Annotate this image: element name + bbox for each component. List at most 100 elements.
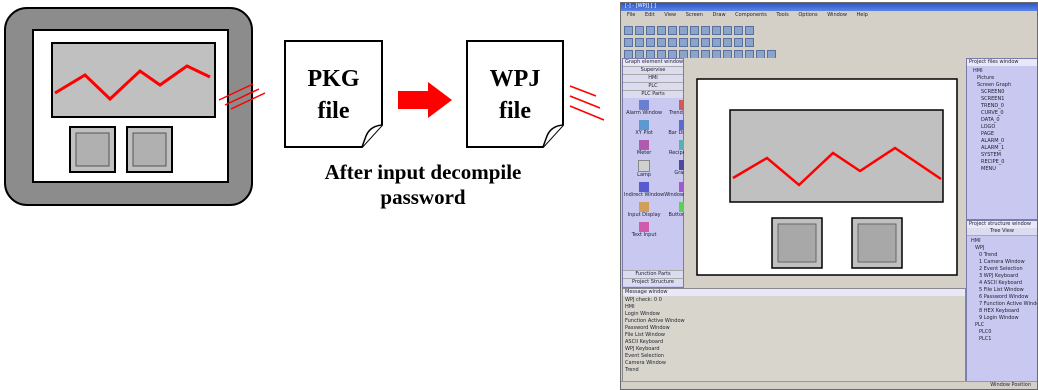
menu-components[interactable]: Components [735,12,767,18]
editor-window: [-] - [WPJ] [ ] File Edit View Screen Dr… [620,2,1038,390]
design-screen[interactable] [696,78,958,276]
tree-item[interactable]: SCREEN0 [981,89,1005,95]
ungroup-icon[interactable] [701,37,710,47]
menu-window[interactable]: Window [827,12,847,18]
element-lamp[interactable]: Lamp [624,160,664,179]
tree-item[interactable]: HMI [971,238,981,244]
tree-item[interactable]: ALARM_0 [981,138,1005,144]
menu-edit[interactable]: Edit [644,12,655,18]
meter-icon [639,140,650,150]
tree-item[interactable]: 4 ASCII Keyboard [979,280,1022,286]
tree-item[interactable]: CURVE_0 [981,110,1004,116]
grid-icon[interactable] [734,37,743,47]
tab-plc-parts[interactable]: PLC Parts [623,90,683,98]
redo-icon[interactable] [701,25,710,35]
device-button-left [69,126,116,173]
tree-item[interactable]: 8 HEX Keyboard [979,308,1020,314]
tree-item[interactable]: PLC0 [979,329,992,335]
tree-item[interactable]: 3 WPJ Keyboard [979,273,1019,279]
tree-item[interactable]: 6 Password Window [979,294,1029,300]
align-bottom-icon[interactable] [657,37,666,47]
canvas-button-left[interactable] [771,217,823,269]
menu-options[interactable]: Options [798,12,818,18]
tab-function-parts[interactable]: Function Parts [623,270,683,278]
paste-icon[interactable] [679,25,688,35]
tree-item[interactable]: HMI [973,68,983,74]
tree-item[interactable]: 0 Trend [979,252,998,258]
canvas-button-right[interactable] [851,217,903,269]
element-indirect-window[interactable]: Indirect Window [624,182,664,199]
element-alarm-window[interactable]: Alarm Window [624,100,664,117]
menu-view[interactable]: View [664,12,677,18]
message-line: ASCII Keyboard [625,339,664,345]
tab-hmi[interactable]: HMI [623,74,683,82]
tree-item[interactable]: DATA_0 [981,117,1000,123]
tree-item[interactable]: Picture [977,75,995,81]
zoom-icon[interactable] [745,25,754,35]
menu-tools[interactable]: Tools [776,12,789,18]
align-top-icon[interactable] [646,37,655,47]
text-input-icon [639,222,650,232]
group-icon[interactable] [690,37,699,47]
project-files-panel: Project files window HMI Picture Screen … [966,58,1037,220]
alarm-window-icon [639,100,650,110]
menu-draw[interactable]: Draw [712,12,726,18]
send-back-icon[interactable] [679,37,688,47]
undo-icon[interactable] [690,25,699,35]
simulate-icon[interactable] [734,25,743,35]
tree-item[interactable]: PLC [975,322,985,328]
tab-plc[interactable]: PLC [623,82,683,90]
element-meter[interactable]: Meter [624,140,664,157]
caption-line2: password [380,185,466,209]
flip-icon[interactable] [723,37,732,47]
input-display-icon [639,202,650,212]
tree-item[interactable]: Screen Graph [977,82,1012,88]
open-file-icon[interactable] [635,25,644,35]
tree-item[interactable]: SYSTEM [981,152,1001,158]
bring-front-icon[interactable] [668,37,677,47]
align-right-icon[interactable] [635,37,644,47]
tree-item[interactable]: SCREEN1 [981,96,1005,102]
device-button-right [126,126,173,173]
download-icon[interactable] [723,25,732,35]
copy-icon[interactable] [668,25,677,35]
element-input-display[interactable]: Input Display [624,202,664,219]
tab-project-structure[interactable]: Project Structure [623,278,683,286]
cut-icon[interactable] [657,25,666,35]
message-line: Event Selection [625,353,664,359]
tree-item[interactable]: PAGE [981,131,995,137]
pkg-label-line1: PKG [307,66,360,92]
message-line: Function Active Window [625,318,685,324]
decompile-caption: After input decompile password [268,160,578,210]
tree-item[interactable]: ALARM_1 [981,145,1005,151]
tree-item[interactable]: MENU [981,166,996,172]
tree-item[interactable]: 2 Event Selection [979,266,1023,272]
new-file-icon[interactable] [624,25,633,35]
tree-item[interactable]: WPJ [975,245,985,251]
snap-icon[interactable] [745,37,754,47]
compile-icon[interactable] [712,25,721,35]
editor-canvas-area [684,58,964,286]
tree-item[interactable]: RECIPE_0 [981,159,1005,165]
align-left-icon[interactable] [624,37,633,47]
message-panel: Message window WPJ check: 0 0 HMI Login … [622,288,966,382]
rotate-icon[interactable] [712,37,721,47]
tree-item[interactable]: LOGO [981,124,996,130]
menu-help[interactable]: Help [856,12,868,18]
project-files-title: Project files window [967,59,1037,66]
element-xy-plot[interactable]: XY Plot [624,120,664,137]
tree-item[interactable]: PLC1 [979,336,992,342]
tab-supervise[interactable]: Supervise [623,66,683,74]
tree-item[interactable]: TREND_0 [981,103,1004,109]
element-text-input[interactable]: Text Input [624,222,664,239]
xy-plot-icon [639,120,650,130]
tree-item[interactable]: 5 File List Window [979,287,1024,293]
wpj-label-line2: file [499,98,531,124]
tree-item[interactable]: 9 Login Window [979,315,1019,321]
save-icon[interactable] [646,25,655,35]
tree-item[interactable]: 1 Camera Window [979,259,1025,265]
menu-screen[interactable]: Screen [685,12,703,18]
graph-element-panel: Graph element window Supervise HMI PLC P… [622,58,704,288]
tree-item[interactable]: 7 Function Active Window [979,301,1037,307]
menu-file[interactable]: File [627,12,636,18]
